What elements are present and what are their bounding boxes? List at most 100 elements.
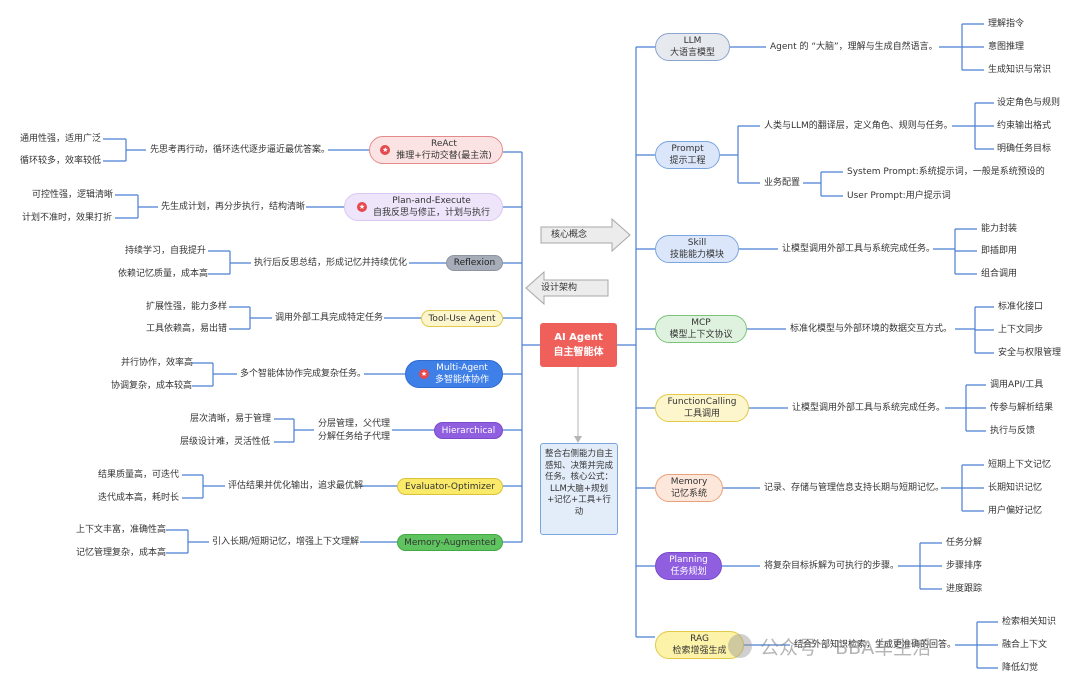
evaluator-optimizer-desc: 评估结果并优化输出，追求最优解	[228, 481, 364, 491]
memory-desc: 记录、存储与管理信息支持长期与短期记忆。	[764, 483, 945, 493]
prompt-sub-label: 业务配置	[764, 178, 801, 188]
planning-item: 任务分解	[946, 538, 983, 548]
star-icon: ★	[418, 369, 429, 379]
node-planning-subtitle: 任务规划	[670, 567, 707, 577]
planning-item: 进度跟踪	[946, 584, 983, 594]
node-llm-title: LLM	[683, 36, 702, 46]
node-skill-title: Skill	[687, 238, 707, 248]
skill-desc: 让模型调用外部工具与系统完成任务。	[782, 244, 936, 254]
plan-execute-item: 计划不准时，效果打折	[22, 213, 113, 223]
functioncalling-item: 传参与解析结果	[990, 403, 1054, 413]
node-rag-title: RAG	[690, 634, 709, 644]
node-prompt[interactable]: Prompt 提示工程	[655, 141, 720, 169]
multi-agent-item: 协调复杂，成本较高	[111, 381, 193, 391]
node-tool-use[interactable]: Tool-Use Agent	[421, 310, 503, 327]
node-multi-agent[interactable]: ★ Multi-Agent 多智能体协作	[405, 360, 503, 388]
hierarchical-desc: 分层管理，父代理 分解任务给子代理	[318, 419, 391, 442]
node-memory-title: Memory	[670, 477, 708, 487]
plan-execute-item: 可控性强，逻辑清晰	[32, 190, 114, 200]
node-mcp[interactable]: MCP 模型上下文协议	[655, 315, 747, 343]
node-memory-augmented[interactable]: Memory-Augmented	[397, 534, 503, 551]
design-arch-label: 设计架构	[541, 283, 578, 293]
memory-augmented-desc: 引入长期/短期记忆，增强上下文理解	[212, 537, 360, 547]
center-subtitle: 自主智能体	[553, 347, 604, 358]
reflexion-item: 依赖记忆质量，成本高	[118, 269, 209, 279]
evaluator-optimizer-item: 结果质量高，可迭代	[98, 470, 180, 480]
core-concept-arrow	[540, 217, 631, 253]
center-node[interactable]: AI Agent 自主智能体	[540, 323, 617, 367]
node-llm-subtitle: 大语言模型	[669, 48, 715, 58]
tool-use-item: 扩展性强，能力多样	[146, 302, 228, 312]
prompt-sub-item: User Prompt:用户提示词	[847, 191, 951, 201]
node-rag-subtitle: 检索增强生成	[672, 646, 727, 656]
react-desc: 先思考再行动，循环迭代逐步逼近最优答案。	[150, 145, 331, 155]
multi-agent-item: 并行协作，效率高	[121, 358, 194, 368]
prompt-item: 明确任务目标	[997, 144, 1052, 154]
memory-augmented-item: 上下文丰富，准确性高	[76, 525, 167, 535]
node-hierarchical[interactable]: Hierarchical	[434, 422, 503, 439]
node-react-title: ReAct	[431, 139, 457, 149]
prompt-item: 设定角色与规则	[997, 98, 1061, 108]
design-arch-arrow	[525, 270, 609, 306]
reflexion-desc: 执行后反思总结，形成记忆并持续优化	[254, 258, 408, 268]
node-evaluator-optimizer-title: Evaluator-Optimizer	[405, 481, 495, 492]
memory-item: 用户偏好记忆	[988, 506, 1043, 516]
rag-item: 检索相关知识	[1002, 617, 1057, 627]
node-skill-subtitle: 技能能力模块	[669, 250, 724, 260]
core-concept-label: 核心概念	[551, 230, 588, 240]
node-rag[interactable]: RAG 检索增强生成	[655, 631, 744, 659]
functioncalling-item: 执行与反馈	[990, 426, 1036, 436]
memory-augmented-item: 记忆管理复杂，成本高	[76, 548, 167, 558]
node-memory[interactable]: Memory 记忆系统	[655, 474, 723, 502]
prompt-item: 约束输出格式	[997, 121, 1052, 131]
node-hierarchical-title: Hierarchical	[441, 425, 496, 436]
hierarchical-item: 层次清晰，易于管理	[190, 414, 272, 424]
node-functioncalling-subtitle: 工具调用	[683, 409, 720, 419]
skill-item: 能力封装	[981, 224, 1018, 234]
node-functioncalling[interactable]: FunctionCalling 工具调用	[655, 394, 749, 422]
node-mcp-title: MCP	[691, 318, 711, 328]
star-icon: ★	[380, 145, 391, 155]
node-plan-execute-subtitle: 自我反思与修正，计划与执行	[372, 208, 490, 218]
prompt-sub-item: System Prompt:系统提示词，一般是系统预设的	[847, 167, 1045, 177]
react-item: 循环较多，效率较低	[20, 156, 102, 166]
node-multi-agent-subtitle: 多智能体协作	[434, 375, 489, 385]
watermark: 公众号 · BBA车生活	[728, 626, 1058, 666]
node-multi-agent-title: Multi-Agent	[436, 363, 488, 373]
node-react-subtitle: 推理+行动交替(最主流)	[396, 151, 492, 161]
llm-item: 意图推理	[988, 42, 1025, 52]
functioncalling-desc: 让模型调用外部工具与系统完成任务。	[792, 403, 946, 413]
node-prompt-title: Prompt	[671, 144, 704, 154]
node-evaluator-optimizer[interactable]: Evaluator-Optimizer	[397, 478, 503, 495]
node-planning-title: Planning	[669, 555, 708, 565]
center-title: AI Agent	[554, 332, 603, 343]
node-react[interactable]: ★ ReAct 推理+行动交替(最主流)	[369, 136, 503, 164]
rag-item: 融合上下文	[1002, 640, 1048, 650]
center-description: 整合右侧能力自主感知、决策并完成任务。核心公式：LLM大脑+规划+记忆+工具+行…	[540, 443, 618, 535]
tool-use-desc: 调用外部工具完成特定任务	[275, 313, 384, 323]
llm-item: 理解指令	[988, 19, 1025, 29]
prompt-desc: 人类与LLM的翻译层，定义角色、规则与任务。	[764, 121, 953, 131]
node-prompt-subtitle: 提示工程	[669, 156, 706, 166]
node-functioncalling-title: FunctionCalling	[667, 397, 737, 407]
star-icon: ★	[356, 202, 367, 212]
mcp-item: 安全与权限管理	[998, 348, 1062, 358]
node-reflexion[interactable]: Reflexion	[446, 255, 503, 271]
node-mcp-subtitle: 模型上下文协议	[669, 330, 733, 340]
rag-item: 降低幻觉	[1002, 663, 1039, 673]
node-tool-use-title: Tool-Use Agent	[428, 313, 496, 324]
skill-item: 组合调用	[981, 269, 1018, 279]
node-memory-subtitle: 记忆系统	[670, 489, 707, 499]
mcp-item: 上下文同步	[998, 325, 1044, 335]
node-reflexion-title: Reflexion	[453, 258, 496, 268]
node-memory-augmented-title: Memory-Augmented	[404, 537, 496, 548]
planning-desc: 将复杂目标拆解为可执行的步骤。	[764, 561, 900, 571]
node-planning[interactable]: Planning 任务规划	[655, 552, 722, 580]
node-skill[interactable]: Skill 技能能力模块	[655, 235, 739, 263]
tool-use-item: 工具依赖高，易出错	[146, 324, 228, 334]
node-llm[interactable]: LLM 大语言模型	[655, 33, 730, 61]
react-item: 通用性强，适用广泛	[20, 134, 102, 144]
rag-desc: 结合外部知识检索，生成更准确的回答。	[794, 640, 957, 650]
